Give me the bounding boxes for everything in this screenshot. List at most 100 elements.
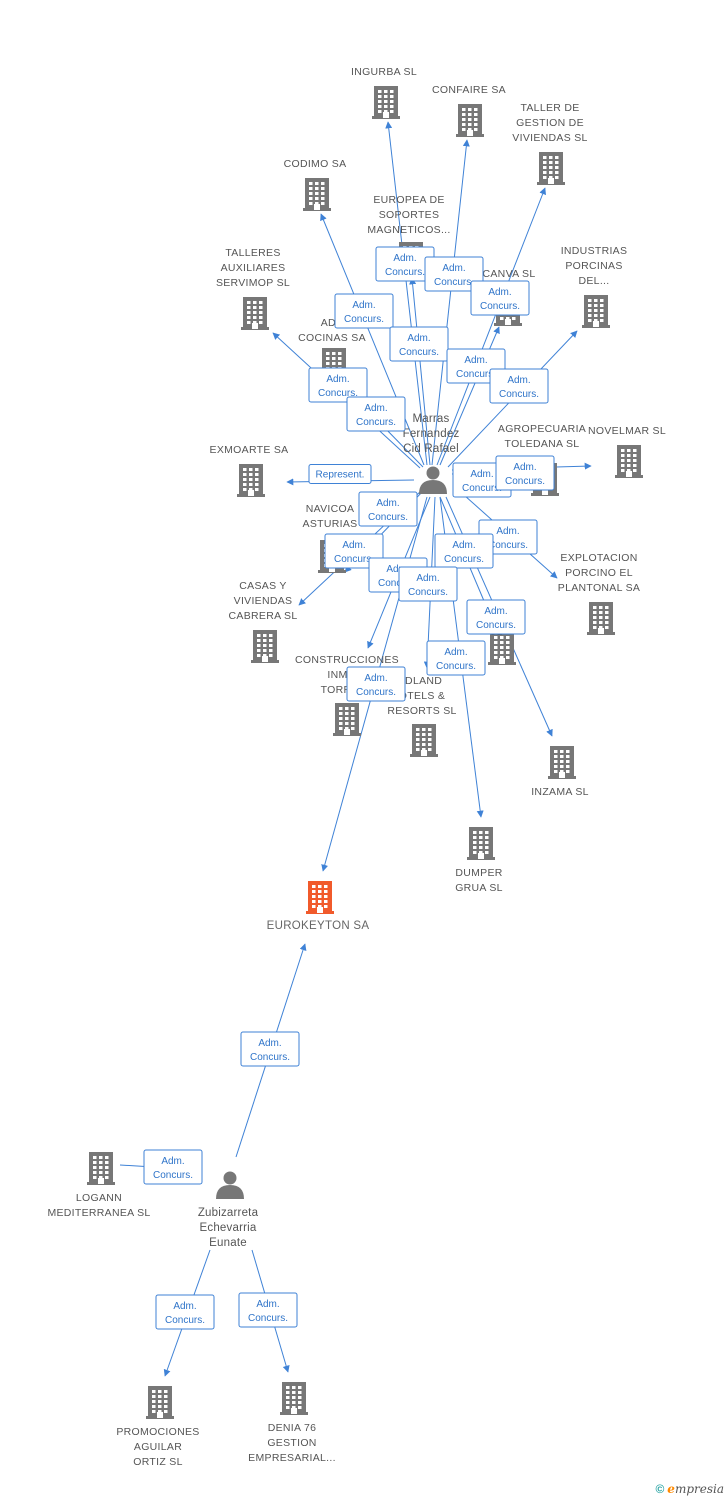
person-icon: [216, 1171, 244, 1199]
company-node-novelmar[interactable]: NOVELMAR SL: [588, 425, 666, 478]
relation-label-p1-europea[interactable]: Adm.Concurs.: [389, 326, 449, 362]
company-node-codimo[interactable]: CODIMO SA: [284, 158, 347, 211]
company-label-line: MAGNETICOS...: [367, 224, 450, 236]
building-icon: [537, 152, 565, 185]
relation-label-text: Concurs.: [153, 1170, 193, 1181]
relation-label-p1-psl[interactable]: Adm.Concurs.: [466, 599, 526, 635]
relation-label-p1-confaire[interactable]: Adm.Concurs.: [424, 256, 484, 292]
company-node-eurokeyton[interactable]: EUROKEYTON SA: [267, 881, 370, 932]
relation-label-text: Adm.: [364, 403, 387, 414]
relation-label-box: [324, 533, 384, 569]
relation-label-p1-inzama[interactable]: Adm.Concurs.: [398, 566, 458, 602]
relation-label-box: [398, 566, 458, 602]
building-icon: [488, 632, 516, 665]
company-label-line: DENIA 76: [268, 1422, 317, 1434]
relation-label-text: Concurs.: [499, 389, 539, 400]
company-label-line: CONSTRUCCIONES: [295, 654, 399, 666]
relation-label-p1-ada[interactable]: Adm. Concurs.: [346, 396, 406, 432]
relation-label-p1-casas[interactable]: Adm.Concurs.: [324, 533, 384, 569]
building-icon: [303, 178, 331, 211]
relation-label-text: Concurs.: [434, 277, 474, 288]
relation-label-text: Concurs.: [356, 417, 396, 428]
relation-label-p1-exmoarte[interactable]: Represent.: [308, 464, 372, 484]
relation-label-box: [426, 640, 486, 676]
company-node-dumper[interactable]: DUMPER GRUA SL: [455, 827, 503, 894]
relation-label-text: Adm.: [488, 287, 511, 298]
relation-label-p2-logann[interactable]: Adm.Concurs.: [143, 1149, 203, 1185]
relation-label-text: Concurs.: [436, 661, 476, 672]
relation-label-box: [238, 1292, 298, 1328]
relation-label-p1-novelmar[interactable]: Adm. Concurs.: [495, 455, 555, 491]
relation-label-p2-eurokeyton[interactable]: Adm.Concurs.: [240, 1031, 300, 1067]
relation-label-p1-navicoa[interactable]: Adm.Concurs.: [358, 491, 418, 527]
company-label-line: GRUA SL: [455, 882, 503, 894]
relation-label-text: Adm.: [513, 462, 536, 473]
building-icon: [372, 86, 400, 119]
company-node-exmoarte[interactable]: EXMOARTE SA: [210, 444, 289, 497]
relation-label-p1-codimo[interactable]: Adm.Concurs.: [334, 293, 394, 329]
company-node-confaire[interactable]: CONFAIRE SA: [432, 84, 506, 137]
relation-label-p1-industrias[interactable]: Adm.Concurs.: [489, 368, 549, 404]
footer-brand[interactable]: ©empresia: [655, 1482, 724, 1496]
relation-label-p1-dumper[interactable]: Adm.Concurs.: [426, 640, 486, 676]
relation-label-p1-midland[interactable]: Adm.Concurs.: [434, 533, 494, 569]
relation-label-text: Concurs.: [505, 476, 545, 487]
relation-label-text: Concurs.: [456, 369, 496, 380]
company-label: EXMOARTE SA: [210, 444, 289, 456]
relation-label-p2-denia[interactable]: Adm.Concurs.: [238, 1292, 298, 1328]
relation-label-box: [389, 326, 449, 362]
person-label-line: Fernandez: [403, 428, 460, 440]
relation-label-text: Concurs.: [488, 540, 528, 551]
company-label-line: AUXILIARES: [221, 262, 286, 274]
copyright-symbol: ©: [655, 1482, 665, 1496]
company-label-line: TALLERES: [225, 247, 280, 259]
relation-label-text: Concurs.: [368, 512, 408, 523]
relation-label-p1-taller[interactable]: Adm.Concurs.: [470, 280, 530, 316]
edge-p1-taller: [436, 187, 546, 466]
company-label-line: VIVIENDAS: [234, 595, 293, 607]
relation-label-p2-promociones[interactable]: Adm.Concurs.: [155, 1294, 215, 1330]
company-label-line: VIVIENDAS SL: [512, 132, 587, 144]
relation-label-box: [346, 666, 406, 702]
company-label-line: CANVA SL: [483, 268, 536, 280]
company-label-line: DUMPER: [455, 867, 502, 879]
relation-label-text: Adm.: [484, 606, 507, 617]
company-label: CONFAIRE SA: [432, 84, 506, 96]
person-label-line: Echevarria: [200, 1222, 257, 1234]
relation-label-text: Concurs.: [165, 1315, 205, 1326]
company-label-line: CASAS Y: [239, 580, 286, 592]
relation-labels-layer: Adm. Concurs. Adm. Concurs. Adm. Concurs. Adm.…: [143, 246, 555, 1330]
relation-label-text: Concurs.: [444, 554, 484, 565]
company-node-ingurba[interactable]: INGURBA SL: [351, 66, 417, 119]
relation-label-text: Adm.: [393, 253, 416, 264]
relation-label-p1-talleres[interactable]: Adm.Concurs.: [308, 367, 368, 403]
company-label-line: EXPLOTACION: [560, 552, 637, 564]
relation-label-p1-eurokeyton[interactable]: Adm.Concurs.: [346, 666, 406, 702]
person-icon: [419, 466, 447, 494]
relation-label-text: Adm.: [407, 333, 430, 344]
building-icon: [467, 827, 495, 860]
edge-p1-confaire: [431, 139, 470, 466]
relation-label-text: Concurs.: [408, 587, 448, 598]
relation-label-p1-ingurba[interactable]: Adm.Concurs.: [375, 246, 435, 282]
relation-label-text: Adm.: [342, 540, 365, 551]
company-node-inzama[interactable]: INZAMA SL: [531, 746, 589, 798]
company-label: CODIMO SA: [284, 158, 347, 170]
relation-label-box: [434, 533, 494, 569]
